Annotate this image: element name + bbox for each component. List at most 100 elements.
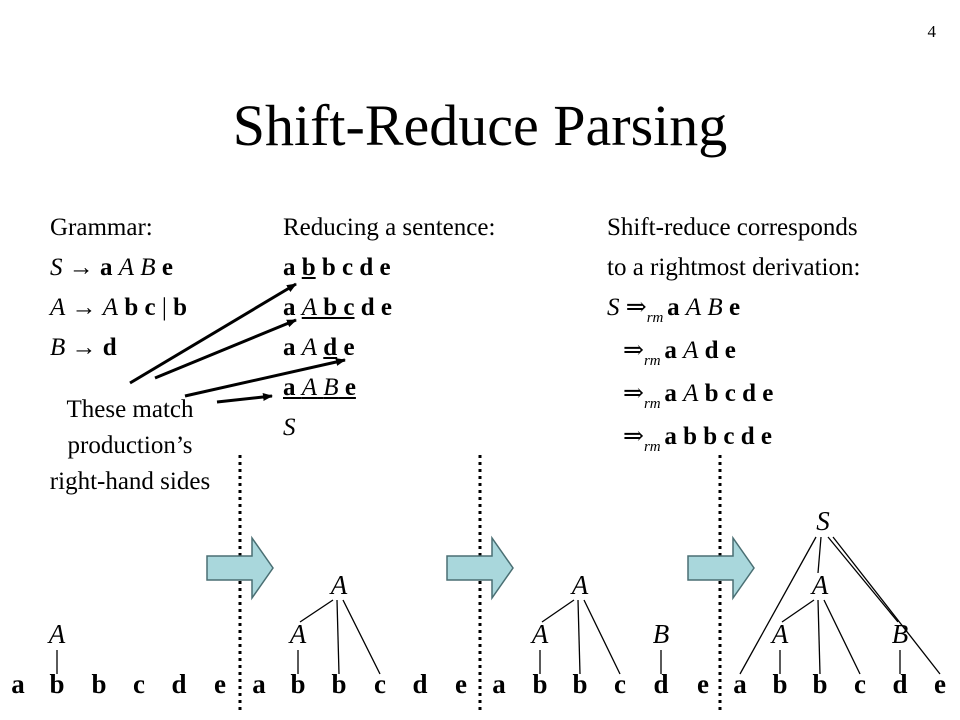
rule-lhs: B [50, 334, 66, 361]
leaf-b: b [91, 669, 106, 699]
stage-dividers [238, 455, 722, 712]
slide-number: 4 [927, 22, 937, 41]
note-block: These match production’s right-hand side… [10, 392, 250, 500]
symbol: d e [354, 294, 393, 321]
start-symbol: S [607, 294, 626, 321]
leaf-b: b [331, 669, 346, 699]
leaf-d: d [412, 669, 427, 699]
symbol: a [664, 337, 677, 364]
tree-edge [827, 536, 899, 623]
symbol: d [323, 334, 338, 361]
symbol: a [664, 380, 677, 407]
stage-transition-arrow [446, 535, 514, 601]
stage-arrows [206, 535, 755, 601]
tree-edge [583, 599, 621, 675]
symbol: A [301, 294, 318, 321]
tree-edge [832, 536, 941, 675]
symbol: d [102, 334, 117, 361]
reduction-step: a A b c d e [283, 288, 495, 328]
derives-arrow: ⇒ [623, 380, 644, 407]
reduction-step: a A B e [283, 368, 495, 408]
pointer-arrow [129, 282, 297, 385]
symbol: A [683, 337, 699, 364]
node-A: A [770, 619, 789, 649]
reduction-step: S [283, 408, 495, 448]
tree-edge [577, 599, 581, 675]
grammar-rule: A → A b c | b [50, 288, 187, 328]
symbol: B [140, 254, 156, 281]
leaf-e: e [697, 669, 709, 699]
leaf-d: d [171, 669, 186, 699]
symbol: b c [317, 294, 355, 321]
tree-edge [336, 599, 340, 675]
symbol: e [338, 374, 356, 401]
symbol: a [283, 294, 302, 321]
symbol: A [683, 380, 699, 407]
leaf-a: a [11, 669, 25, 699]
derives-arrow: ⇒ [623, 337, 644, 364]
derives-arrow: ⇒ [625, 294, 647, 321]
rm-subscript: rm [643, 439, 665, 455]
rule-arrow: → [65, 334, 103, 361]
derivation-step: S ⇒rm a A B e [607, 288, 860, 331]
grammar-rule: S → a A B e [50, 248, 187, 288]
symbol: A [685, 294, 702, 321]
leaf-c: c [133, 669, 145, 699]
leaf-b: b [532, 669, 547, 699]
leaf-b: b [772, 669, 787, 699]
leaf-c: c [854, 669, 866, 699]
symbol: a [283, 334, 302, 361]
pointer-arrow [154, 318, 297, 380]
leaf-d: d [653, 669, 668, 699]
symbol: a [667, 294, 680, 321]
reduction-step: a A d e [283, 328, 495, 368]
leaf-e: e [214, 669, 226, 699]
rule-lhs: S [50, 254, 63, 281]
derives-arrow: ⇒ [623, 423, 644, 450]
node-A: A [570, 570, 589, 600]
pointer-arrows [129, 282, 346, 404]
derivation-step: ⇒rm a A d e [607, 331, 860, 374]
node-A: A [530, 619, 549, 649]
node-B: B [653, 619, 670, 649]
tree-edge [299, 599, 334, 623]
node-A: A [810, 570, 829, 600]
symbol: A [118, 254, 135, 281]
tree-edge [817, 599, 821, 675]
leaf-b: b [572, 669, 587, 699]
rm-subscript: rm [643, 353, 665, 369]
symbol: A [301, 374, 318, 401]
symbol: b c [124, 294, 156, 321]
tree-edges [56, 536, 941, 675]
tree-edge [739, 536, 817, 675]
symbol: a b b c d e [664, 423, 773, 450]
leaf-b: b [49, 669, 64, 699]
symbol: S [283, 414, 296, 441]
tree-edge [817, 536, 822, 574]
tree-edge [823, 599, 861, 675]
derivation-steps: S ⇒rm a A B e⇒rm a A d e⇒rm a A b c d e⇒… [607, 288, 860, 460]
rule-arrow: → [65, 294, 103, 321]
symbol: b c d e [704, 380, 774, 407]
symbol: e [161, 254, 173, 281]
symbol: e [337, 334, 355, 361]
tree-edge [342, 599, 381, 675]
grammar-rule: B → d [50, 328, 187, 368]
symbol: e [728, 294, 741, 321]
symbol: B [707, 294, 723, 321]
symbol: B [323, 374, 339, 401]
derivation-step: ⇒rm a b b c d e [607, 417, 860, 460]
symbol: A [102, 294, 119, 321]
symbol: a [283, 374, 302, 401]
derivation-heading-line-2: to a rightmost derivation: [607, 254, 861, 281]
slide-title: Shift-Reduce Parsing [232, 93, 728, 158]
leaf-b: b [812, 669, 827, 699]
symbol: a [100, 254, 113, 281]
derivation-block: Shift-reduce corresponds to a rightmost … [607, 208, 860, 460]
leaf-c: c [614, 669, 626, 699]
leaf-c: c [374, 669, 386, 699]
symbol: b c d e [315, 254, 391, 281]
reduction-step: a b b c d e [283, 248, 495, 288]
note-line: These match [66, 396, 194, 423]
